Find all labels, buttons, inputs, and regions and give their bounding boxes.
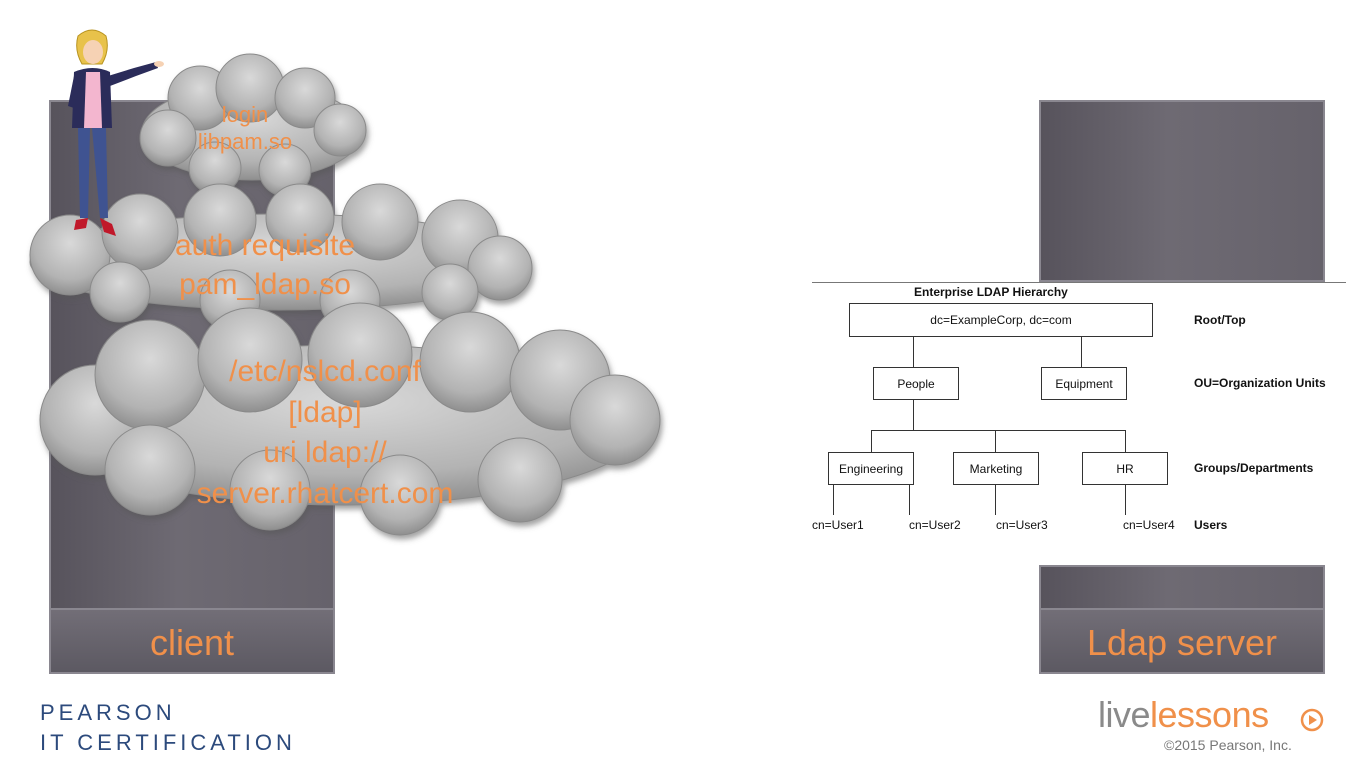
level-root: Root/Top	[1194, 313, 1246, 327]
ldap-group-engineering-label: Engineering	[838, 461, 904, 476]
level-users: Users	[1194, 518, 1228, 532]
cloud-auth	[29, 183, 533, 331]
connector	[871, 430, 1126, 431]
ldap-group-marketing: Marketing	[953, 452, 1039, 485]
connector	[995, 430, 996, 452]
cloud-login-line-1: login	[221, 102, 269, 127]
clouds-layer	[29, 53, 661, 536]
livelessons-live: live	[1098, 694, 1151, 735]
pearson-logo-line-2: IT CERTIFICATION	[40, 730, 296, 755]
cloud-nslcd-line-4: server.rhatcert.com	[196, 476, 454, 510]
server-tower-top	[1039, 100, 1325, 282]
client-label: client	[149, 622, 235, 663]
connector	[995, 485, 996, 515]
cloud-nslcd-line-3: uri ldap://	[263, 436, 387, 469]
ldap-group-hr: HR	[1082, 452, 1168, 485]
ldap-group-engineering: Engineering	[828, 452, 914, 485]
ldap-root-box: dc=ExampleCorp, dc=com	[849, 303, 1153, 337]
ldap-ou-people-label: People	[897, 376, 935, 391]
cloud-nslcd	[39, 302, 661, 536]
ldap-user-3: cn=User3	[996, 518, 1048, 532]
client-tower-base	[49, 608, 335, 674]
connector	[913, 337, 914, 367]
cloud-auth-text: auth requisite pam_ldap.so	[80, 226, 450, 304]
play-icon	[1300, 708, 1324, 732]
ldap-ou-equipment-label: Equipment	[1055, 376, 1113, 391]
level-groups: Groups/Departments	[1194, 461, 1314, 475]
cloud-login	[139, 53, 367, 197]
connector	[913, 400, 914, 430]
cloud-auth-line-1: auth requisite	[174, 229, 356, 262]
server-tower-base	[1039, 608, 1325, 674]
presenter-figure	[68, 29, 164, 236]
cloud-login-line-2: libpam.so	[197, 128, 293, 154]
ldap-title: Enterprise LDAP Hierarchy	[914, 285, 1068, 299]
ldap-user-2: cn=User2	[909, 518, 961, 532]
level-ou: OU=Organization Units	[1194, 376, 1326, 390]
ldap-group-marketing-label: Marketing	[969, 461, 1023, 476]
cloud-nslcd-text: /etc/nslcd.conf [ldap] uri ldap:// serve…	[90, 352, 560, 514]
ldap-top-rule	[812, 282, 1346, 283]
ldap-ou-equipment: Equipment	[1041, 367, 1127, 400]
ldap-user-4: cn=User4	[1123, 518, 1175, 532]
pearson-logo-line-1: PEARSON	[40, 700, 176, 725]
ldap-group-hr-label: HR	[1116, 461, 1134, 476]
connector	[1081, 337, 1082, 367]
ldap-ou-people: People	[873, 367, 959, 400]
ldap-root-label: dc=ExampleCorp, dc=com	[930, 313, 1072, 327]
server-label: Ldap server	[1086, 622, 1278, 663]
livelessons-lessons: lessons	[1150, 694, 1269, 735]
connector	[833, 485, 834, 515]
cloud-nslcd-line-1: /etc/nslcd.conf	[229, 355, 421, 388]
cloud-nslcd-line-2: [ldap]	[288, 395, 362, 429]
connector	[871, 430, 872, 452]
ldap-user-1: cn=User1	[812, 518, 864, 532]
server-tower-bottom	[1039, 565, 1325, 610]
connector	[1125, 485, 1126, 515]
connector	[909, 485, 910, 515]
cloud-auth-line-2: pam_ldap.so	[179, 268, 351, 301]
connector	[1125, 430, 1126, 452]
cloud-login-text: login libpam.so	[150, 102, 340, 156]
ldap-diagram: Enterprise LDAP Hierarchy dc=ExampleCorp…	[812, 282, 1352, 532]
copyright: ©2015 Pearson, Inc.	[1164, 737, 1292, 753]
livelessons-logo: livelessons	[1098, 694, 1269, 736]
